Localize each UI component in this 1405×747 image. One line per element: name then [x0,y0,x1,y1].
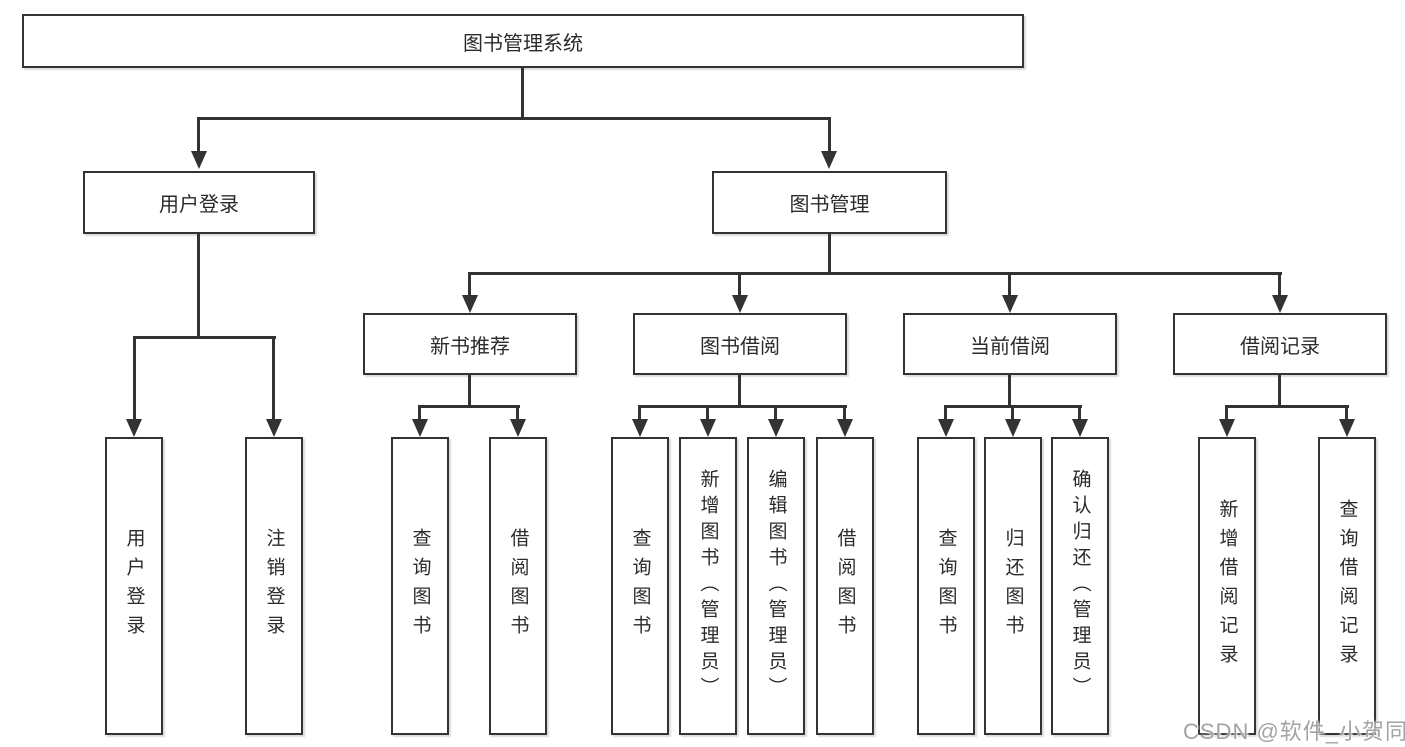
node-user-login: 用户登录 [83,171,315,234]
connector-line [944,405,947,421]
connector-line [1225,405,1228,421]
connector-line [272,336,275,420]
connector-line [469,272,1282,275]
connector-line [197,234,200,336]
connector-line [1008,272,1011,297]
connector-line [516,405,519,421]
connector-line [197,117,200,152]
arrow-down-icon [126,419,142,437]
connector-line [774,405,777,421]
arrow-down-icon [191,151,207,169]
leaf-logout: 注销登录 [245,437,303,735]
arrow-down-icon [1002,295,1018,313]
connector-line [843,405,846,421]
arrow-down-icon [1005,419,1021,437]
node-current-borrow: 当前借阅 [903,313,1117,375]
arrow-down-icon [412,419,428,437]
connector-line [419,405,520,408]
connector-line [639,405,847,408]
connector-line [1226,405,1349,408]
connector-line [468,272,471,297]
arrow-down-icon [462,295,478,313]
connector-line [706,405,709,421]
arrow-down-icon [1072,419,1088,437]
connector-line [828,234,831,272]
connector-line [133,336,136,420]
connector-line [1278,272,1281,297]
connector-line [638,405,641,421]
connector-line [521,68,524,117]
leaf-confirm-return-admin: 确认归还（管理员） [1051,437,1109,735]
node-borrow-records: 借阅记录 [1173,313,1387,375]
connector-line [1011,405,1014,421]
node-book-management: 图书管理 [712,171,947,234]
connector-line [418,405,421,421]
leaf-return-books: 归还图书 [984,437,1042,735]
connector-line [198,117,831,120]
connector-line [738,272,741,297]
arrow-down-icon [700,419,716,437]
leaf-borrow-books-recommend: 借阅图书 [489,437,547,735]
leaf-edit-book-admin: 编辑图书（管理员） [747,437,805,735]
arrow-down-icon [266,419,282,437]
connector-line [1008,375,1011,405]
connector-line [1278,375,1281,405]
connector-line [1345,405,1348,421]
leaf-borrow-books: 借阅图书 [816,437,874,735]
node-library-management-system: 图书管理系统 [22,14,1024,68]
watermark: CSDN @软件_小贺同学 [1183,719,1405,744]
arrow-down-icon [732,295,748,313]
connector-line [468,375,471,405]
connector-line [828,117,831,152]
arrow-down-icon [821,151,837,169]
arrow-down-icon [768,419,784,437]
arrow-down-icon [938,419,954,437]
node-book-borrow: 图书借阅 [633,313,847,375]
arrow-down-icon [837,419,853,437]
leaf-user-login: 用户登录 [105,437,163,735]
arrow-down-icon [632,419,648,437]
arrow-down-icon [1272,295,1288,313]
leaf-query-books-recommend: 查询图书 [391,437,449,735]
leaf-add-borrow-record: 新增借阅记录 [1198,437,1256,735]
arrow-down-icon [1339,419,1355,437]
leaf-query-borrow-record: 查询借阅记录 [1318,437,1376,735]
connector-line [133,336,276,339]
connector-line [1078,405,1081,421]
connector-line [738,375,741,405]
leaf-add-book-admin: 新增图书（管理员） [679,437,737,735]
node-new-book-recommend: 新书推荐 [363,313,577,375]
arrow-down-icon [1219,419,1235,437]
leaf-query-books-borrow: 查询图书 [611,437,669,735]
arrow-down-icon [510,419,526,437]
leaf-query-books-current: 查询图书 [917,437,975,735]
